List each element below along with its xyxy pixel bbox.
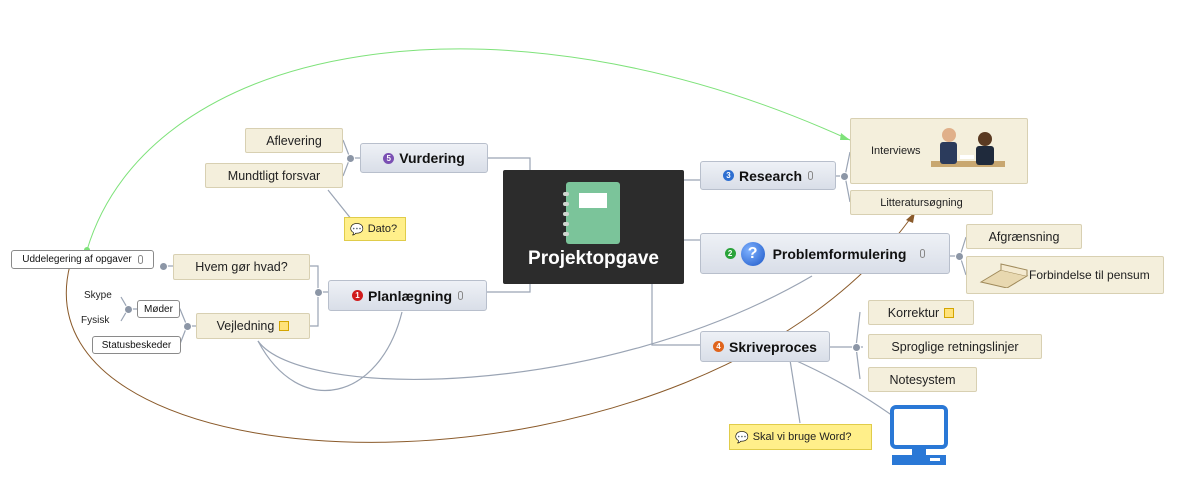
topic-vejledning[interactable]: Vejledning xyxy=(196,313,310,339)
priority-badge: 1 xyxy=(352,290,363,301)
collapse-handle[interactable] xyxy=(840,172,849,181)
branch-label: Planlægning xyxy=(368,287,452,304)
topic-afgraensning[interactable]: Afgrænsning xyxy=(966,224,1082,249)
note-icon xyxy=(279,321,290,331)
callout-dato[interactable]: 💬Dato? xyxy=(344,217,406,241)
branch-planlaegning[interactable]: 1 Planlægning xyxy=(328,280,487,311)
topic-mundtligt-forsvar[interactable]: Mundtligt forsvar xyxy=(205,163,343,188)
priority-badge: 2 xyxy=(724,248,736,259)
attachment-icon xyxy=(920,249,926,258)
note-icon xyxy=(944,307,955,318)
branch-vurdering[interactable]: 5 Vurdering xyxy=(360,143,488,173)
topic-litteratursogning[interactable]: Litteratursøgning xyxy=(850,190,993,215)
comment-icon: 💬 xyxy=(735,431,749,444)
callout-word[interactable]: 💬Skal vi bruge Word? xyxy=(729,424,872,450)
collapse-handle[interactable] xyxy=(852,343,861,352)
collapse-handle[interactable] xyxy=(124,305,133,314)
book-icon xyxy=(979,263,1029,288)
topic-sproglige-retningslinjer[interactable]: Sproglige retningslinjer xyxy=(868,334,1042,359)
question-icon: ? xyxy=(740,241,765,266)
label-fysisk[interactable]: Fysisk xyxy=(81,315,110,326)
topic-moder[interactable]: Møder xyxy=(137,300,180,318)
topic-korrektur[interactable]: Korrektur xyxy=(868,300,974,325)
collapse-handle[interactable] xyxy=(183,322,192,331)
topic-statusbeskeder[interactable]: Statusbeskeder xyxy=(92,336,181,354)
central-topic[interactable]: Projektopgave xyxy=(503,170,684,284)
priority-badge: 5 xyxy=(383,152,395,164)
comment-icon: 💬 xyxy=(350,223,364,236)
topic-uddelegering[interactable]: Uddelegering af opgaver xyxy=(11,250,154,269)
priority-badge: 3 xyxy=(722,170,734,181)
collapse-handle[interactable] xyxy=(955,252,964,261)
topic-hvem-gor-hvad[interactable]: Hvem gør hvad? xyxy=(173,254,310,280)
branch-label: Research xyxy=(738,167,803,184)
attachment-icon xyxy=(808,171,814,180)
priority-badge: 4 xyxy=(713,341,725,352)
attachment-icon xyxy=(458,291,463,300)
central-title: Projektopgave xyxy=(528,248,659,269)
label-skype[interactable]: Skype xyxy=(84,290,112,301)
branch-skriveproces[interactable]: 4 Skriveproces xyxy=(700,331,830,362)
collapse-handle[interactable] xyxy=(159,262,168,271)
topic-aflevering[interactable]: Aflevering xyxy=(245,128,343,153)
branch-label: Problemformulering xyxy=(772,245,907,262)
notebook-icon xyxy=(563,182,620,244)
collapse-handle[interactable] xyxy=(314,288,323,297)
collapse-handle[interactable] xyxy=(346,154,355,163)
topic-notesystem[interactable]: Notesystem xyxy=(868,367,977,392)
topic-interviews[interactable]: Interviews xyxy=(850,118,1028,184)
interview-people-icon xyxy=(930,128,1005,167)
attachment-icon xyxy=(137,255,143,264)
topic-forbindelse-til-pensum[interactable]: Forbindelse til pensum xyxy=(966,256,1164,294)
computer-icon xyxy=(890,405,948,465)
branch-label: Skriveproces xyxy=(729,338,817,355)
branch-research[interactable]: 3 Research xyxy=(700,161,836,190)
branch-label: Vurdering xyxy=(399,150,465,166)
branch-problemformulering[interactable]: 2 ? Problemformulering xyxy=(700,233,950,274)
